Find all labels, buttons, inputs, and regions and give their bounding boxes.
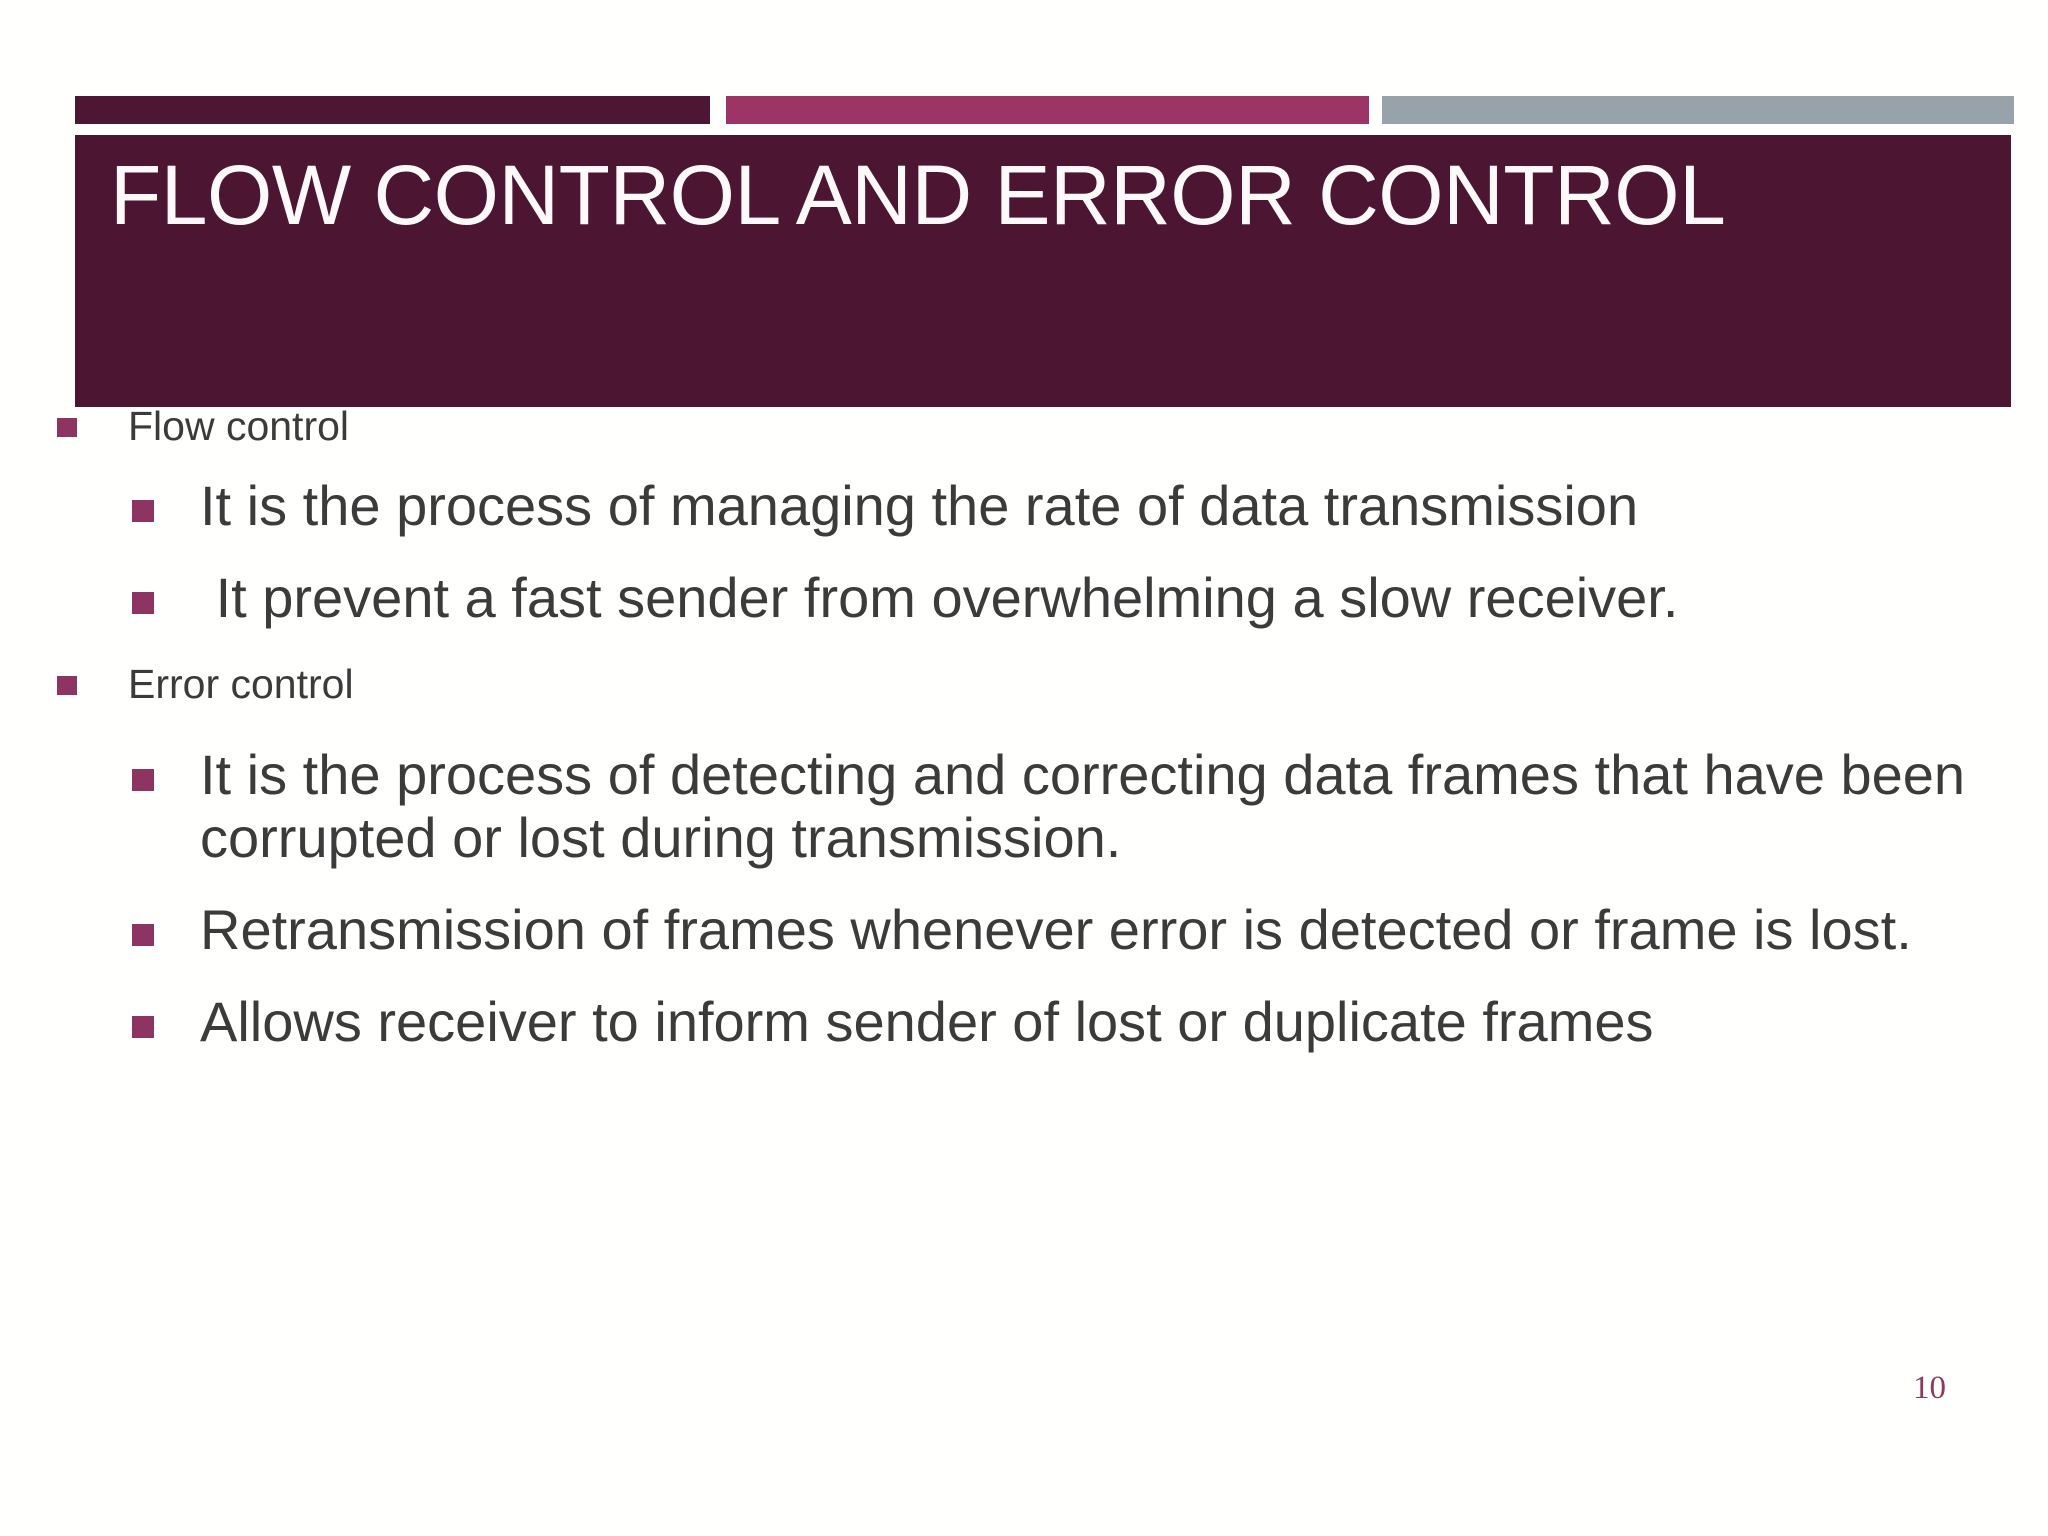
accent-bar-gray bbox=[1382, 96, 2014, 124]
spacer bbox=[0, 552, 2048, 566]
page-number: 10 bbox=[1913, 1370, 1946, 1406]
bullet-level2-allows-receiver: Allows receiver to inform sender of lost… bbox=[0, 990, 2048, 1054]
spacer bbox=[0, 884, 2048, 898]
bullet-square-icon bbox=[132, 768, 154, 791]
bullet-square-icon bbox=[132, 592, 154, 615]
spacer bbox=[0, 719, 2048, 743]
bullet-level2-retransmission: Retransmission of frames whenever error … bbox=[0, 898, 2048, 962]
bullet-text: It is the process of detecting and corre… bbox=[200, 742, 1981, 870]
bullet-level2-managing-rate: It is the process of managing the rate o… bbox=[0, 474, 2048, 538]
bullet-text: It prevent a fast sender from overwhelmi… bbox=[200, 566, 1679, 630]
page-title: FLOW CONTROL AND ERROR CONTROL bbox=[110, 148, 1726, 242]
bullet-level1-error-control: Error control bbox=[0, 658, 2048, 710]
bullet-square-icon bbox=[132, 500, 154, 523]
bullet-text: Error control bbox=[128, 661, 354, 708]
bullet-level2-detecting-correcting: It is the process of detecting and corre… bbox=[0, 743, 2048, 871]
slide-title-block: FLOW CONTROL AND ERROR CONTROL bbox=[75, 135, 2011, 407]
bullet-square-icon bbox=[132, 1016, 154, 1039]
bullet-text: Flow control bbox=[128, 403, 350, 449]
spacer bbox=[0, 460, 2048, 474]
bullet-text: Retransmission of frames whenever error … bbox=[200, 898, 1912, 962]
bullet-square-icon bbox=[132, 924, 154, 947]
spacer bbox=[0, 976, 2048, 990]
bullet-level1-flow-control: Flow control bbox=[0, 400, 2048, 452]
slide-body: Flow control It is the process of managi… bbox=[0, 400, 2048, 1068]
bullet-square-icon bbox=[57, 418, 77, 437]
accent-bar-magenta bbox=[726, 96, 1369, 124]
bullet-text: It is the process of managing the rate o… bbox=[200, 474, 1639, 538]
bullet-square-icon bbox=[57, 676, 77, 696]
bullet-level2-prevent-fast-sender: It prevent a fast sender from overwhelmi… bbox=[0, 566, 2048, 630]
spacer bbox=[0, 644, 2048, 658]
accent-bar-dark bbox=[75, 96, 710, 124]
bullet-text: Allows receiver to inform sender of lost… bbox=[200, 990, 1654, 1054]
header-accent-bars bbox=[75, 96, 2014, 124]
